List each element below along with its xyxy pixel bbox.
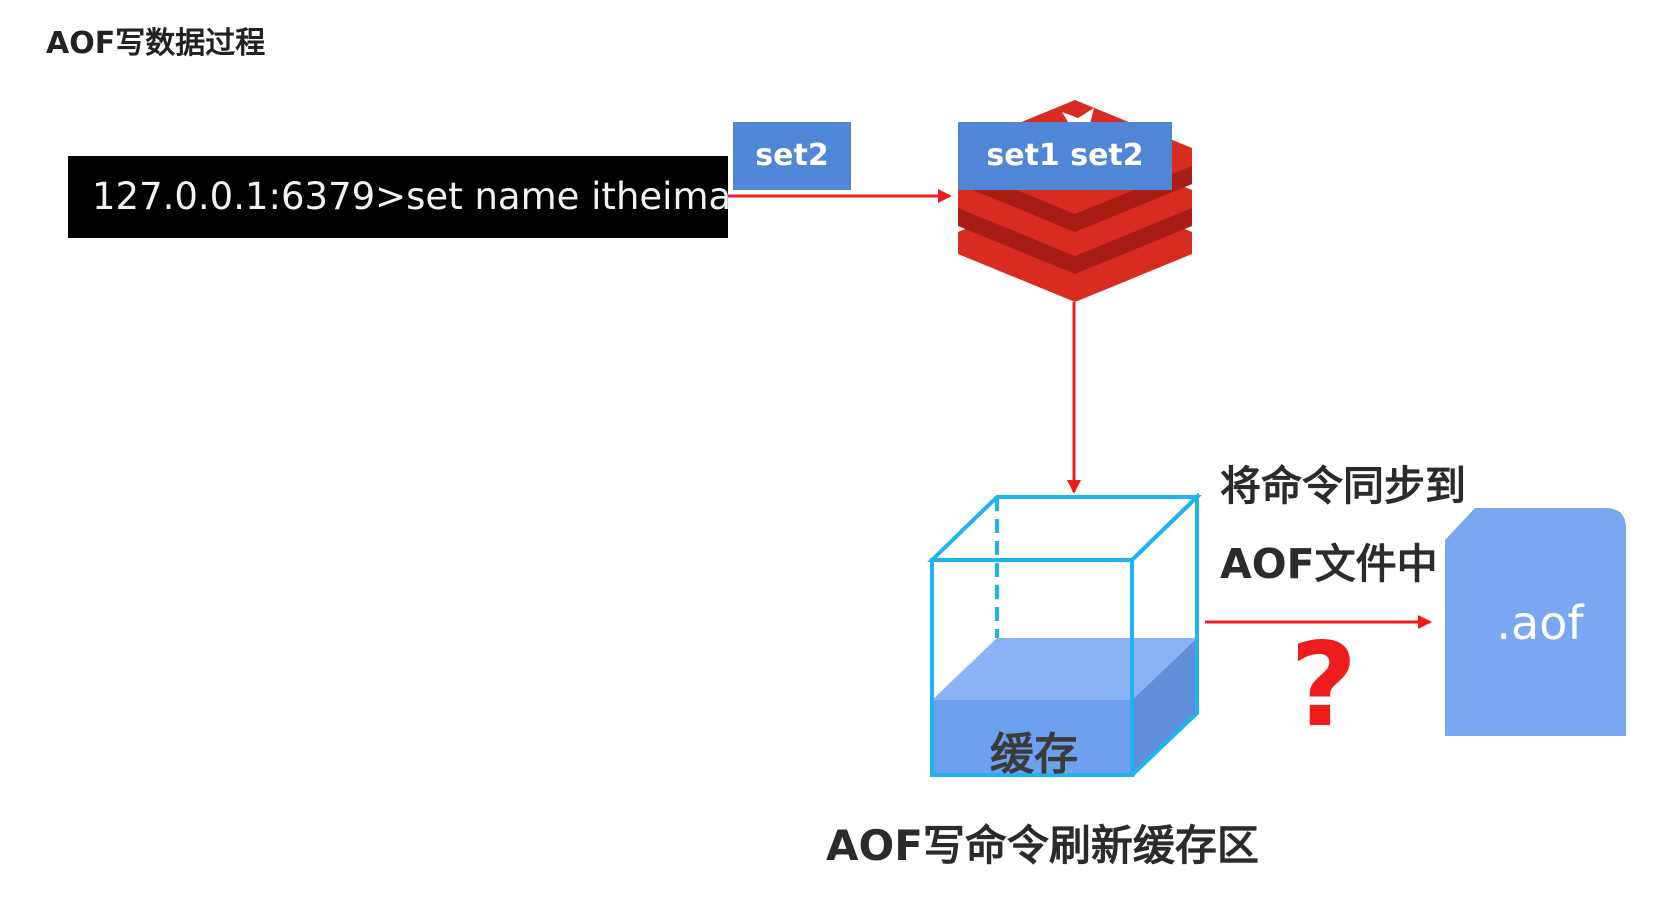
aof-file-label: .aof: [1496, 596, 1584, 650]
server-queue-tag: set1 set2: [958, 122, 1172, 190]
buffer-cube: [927, 492, 1202, 777]
buffer-caption: AOF写命令刷新缓存区: [826, 821, 1259, 870]
buffer-label: 缓存: [990, 729, 1078, 780]
terminal-command: 127.0.0.1:6379>set name itheima: [68, 156, 731, 238]
page-title: AOF写数据过程: [46, 26, 266, 61]
sync-caption-line-1: 将命令同步到: [1220, 462, 1466, 510]
aof-file-icon: [1445, 508, 1626, 736]
command-tag: set2: [733, 122, 851, 190]
sync-caption-line-2: AOF文件中: [1220, 540, 1438, 588]
question-mark: ?: [1290, 618, 1358, 753]
